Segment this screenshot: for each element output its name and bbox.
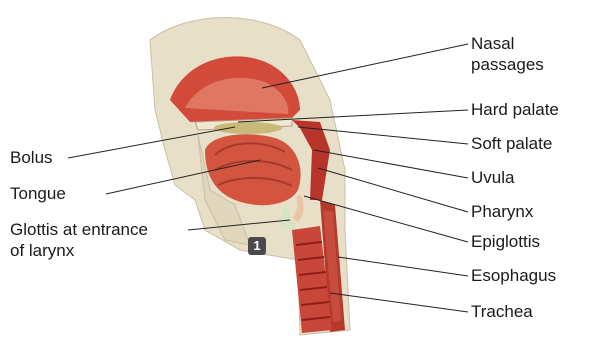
label-nasal-line1: Nasal: [471, 33, 544, 54]
label-nasal-passages: Nasal passages: [471, 33, 544, 75]
label-esophagus: Esophagus: [471, 265, 556, 286]
label-epiglottis: Epiglottis: [471, 231, 540, 252]
label-glottis-line1: Glottis at entrance: [10, 219, 148, 240]
label-pharynx: Pharynx: [471, 201, 533, 222]
label-nasal-line2: passages: [471, 54, 544, 75]
label-uvula: Uvula: [471, 167, 514, 188]
label-glottis: Glottis at entrance of larynx: [10, 219, 148, 261]
label-tongue: Tongue: [10, 183, 66, 204]
label-hard-palate: Hard palate: [471, 99, 559, 120]
label-trachea: Trachea: [471, 301, 533, 322]
label-glottis-line2: of larynx: [10, 240, 148, 261]
leader-esophagus: [338, 257, 468, 276]
leader-trachea: [330, 293, 468, 312]
bolus: [214, 122, 282, 134]
step-number-badge: 1: [248, 237, 266, 255]
label-bolus: Bolus: [10, 147, 53, 168]
label-soft-palate: Soft palate: [471, 133, 552, 154]
